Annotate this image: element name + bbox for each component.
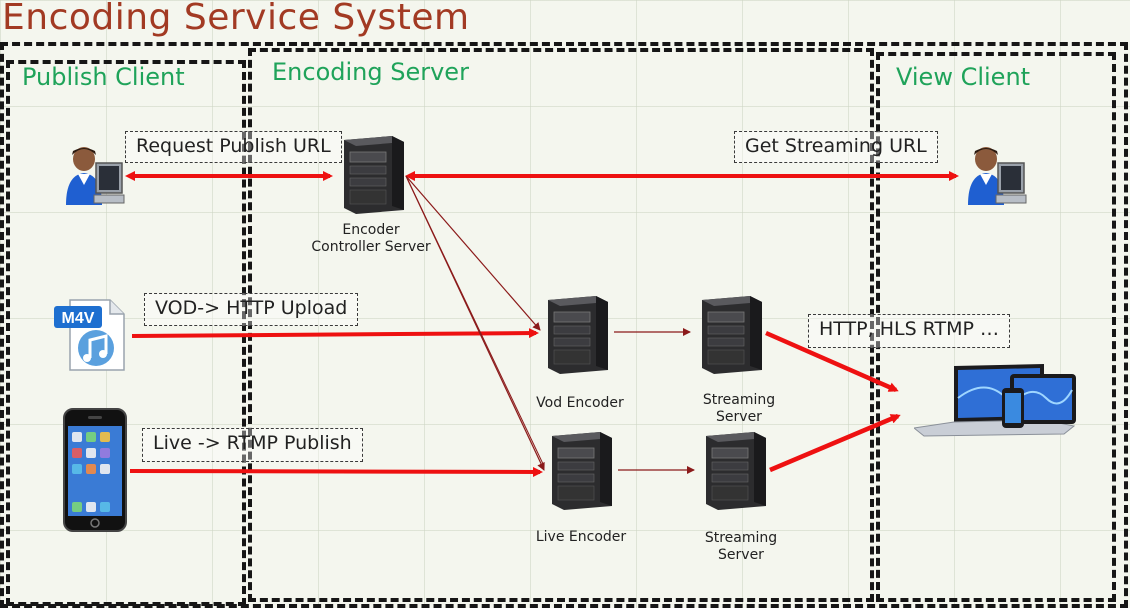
live-encoder-server-icon (552, 432, 612, 510)
arrow-streaming2-devices (769, 413, 901, 473)
controller-server-icon (344, 136, 404, 214)
arrow-vod-upload (131, 328, 539, 339)
devices-icon (914, 364, 1076, 437)
encoding-server-title: Encoding Server (272, 58, 469, 86)
publish-client-zone (6, 60, 246, 606)
outer-frame (0, 42, 1128, 608)
streaming-server-1-label: Streaming Server (684, 392, 794, 426)
arrow-live-publish (129, 466, 543, 477)
live-rtmp-publish-label: Live -> RTMP Publish (142, 428, 363, 462)
arrow-controller-vod (405, 175, 541, 331)
viewer-user-icon (968, 147, 1027, 205)
page-title: Encoding Service System (2, 0, 470, 38)
streaming-server-1-line2: Server (716, 409, 762, 425)
smartphone-icon (63, 408, 127, 532)
streaming-server-2-line2: Server (718, 547, 764, 563)
streaming-server-2-line1: Streaming (704, 530, 778, 546)
vod-http-upload-label: VOD-> HTTP Upload (144, 293, 359, 326)
streaming-server-2-label: Streaming Server (686, 530, 796, 564)
publish-client-title: Publish Client (22, 63, 185, 91)
live-encoder-label: Live Encoder (535, 529, 627, 545)
view-client-zone (876, 52, 1116, 602)
arrow-controller-live-2 (405, 175, 545, 467)
controller-label-line2: Controller Server (311, 239, 431, 255)
streaming-server-1-line1: Streaming (702, 392, 776, 408)
m4v-file-icon: M4V (54, 299, 125, 371)
m4v-badge-text: M4V (62, 310, 95, 327)
view-client-title: View Client (896, 63, 1031, 91)
http-hls-rtmp-label: HTTP, HLS RTMP … (808, 314, 1010, 348)
arrow-streaming1-devices (765, 330, 899, 393)
controller-label-line1: Encoder (342, 222, 400, 238)
streaming-server-1-icon (702, 296, 762, 374)
controller-server-label: Encoder Controller Server (296, 222, 446, 256)
request-publish-url-label: Request Publish URL (125, 131, 342, 163)
streaming-server-2-icon (706, 432, 766, 510)
get-streaming-url-label: Get Streaming URL (734, 131, 938, 163)
publisher-user-icon (66, 147, 125, 205)
vod-encoder-server-icon (548, 296, 608, 374)
vod-encoder-label: Vod Encoder (536, 395, 624, 411)
